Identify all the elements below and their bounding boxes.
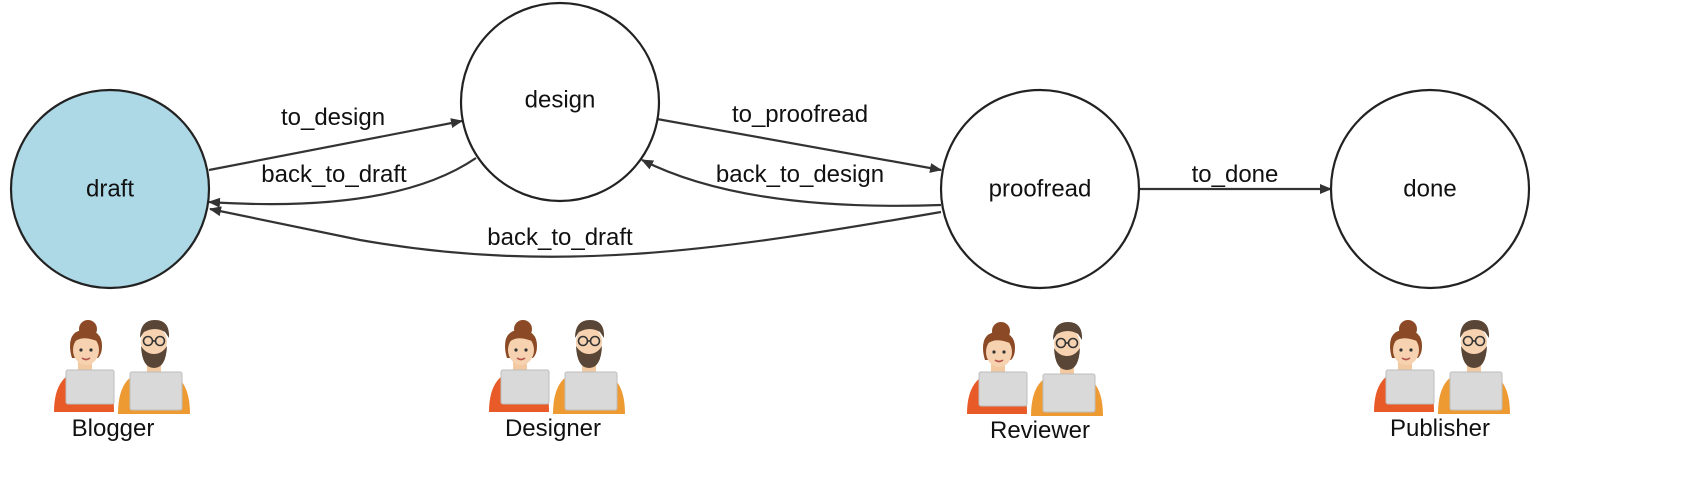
state-done: done: [1329, 88, 1531, 290]
transition-label: to_design: [281, 104, 385, 131]
people-icon: [488, 319, 626, 415]
people-icon: [1373, 319, 1511, 415]
people-icon: [966, 321, 1104, 417]
role-label: Publisher: [1390, 415, 1490, 442]
state-label: design: [525, 87, 596, 114]
role-label: Blogger: [72, 415, 155, 442]
role-publisher: Publisher: [1373, 319, 1511, 442]
transition-label: to_done: [1192, 161, 1279, 188]
transition-proofread-design: back_to_design: [641, 159, 942, 207]
role-label: Designer: [505, 415, 601, 442]
state-draft: draft: [9, 88, 211, 290]
transition-design-draft: back_to_draft: [208, 157, 477, 208]
transition-label: back_to_design: [716, 161, 884, 188]
transition-proofread-draft: back_to_draft: [209, 206, 942, 258]
transition-label: to_proofread: [732, 101, 868, 128]
transition-label: back_to_draft: [261, 161, 407, 188]
state-label: draft: [86, 176, 134, 203]
state-proofread: proofread: [939, 88, 1141, 290]
state-label: done: [1403, 176, 1456, 203]
transition-label: back_to_draft: [487, 224, 633, 251]
transition-design-proofread: to_proofread: [656, 101, 942, 173]
transition-draft-design: to_design: [208, 104, 463, 172]
state-design: design: [459, 1, 661, 203]
people-icon: [53, 319, 191, 415]
state-label: proofread: [989, 176, 1092, 203]
role-blogger: Blogger: [53, 319, 191, 442]
transition-proofread-done: to_done: [1139, 161, 1332, 194]
role-reviewer: Reviewer: [966, 321, 1104, 444]
role-designer: Designer: [488, 319, 626, 442]
role-label: Reviewer: [990, 417, 1090, 444]
